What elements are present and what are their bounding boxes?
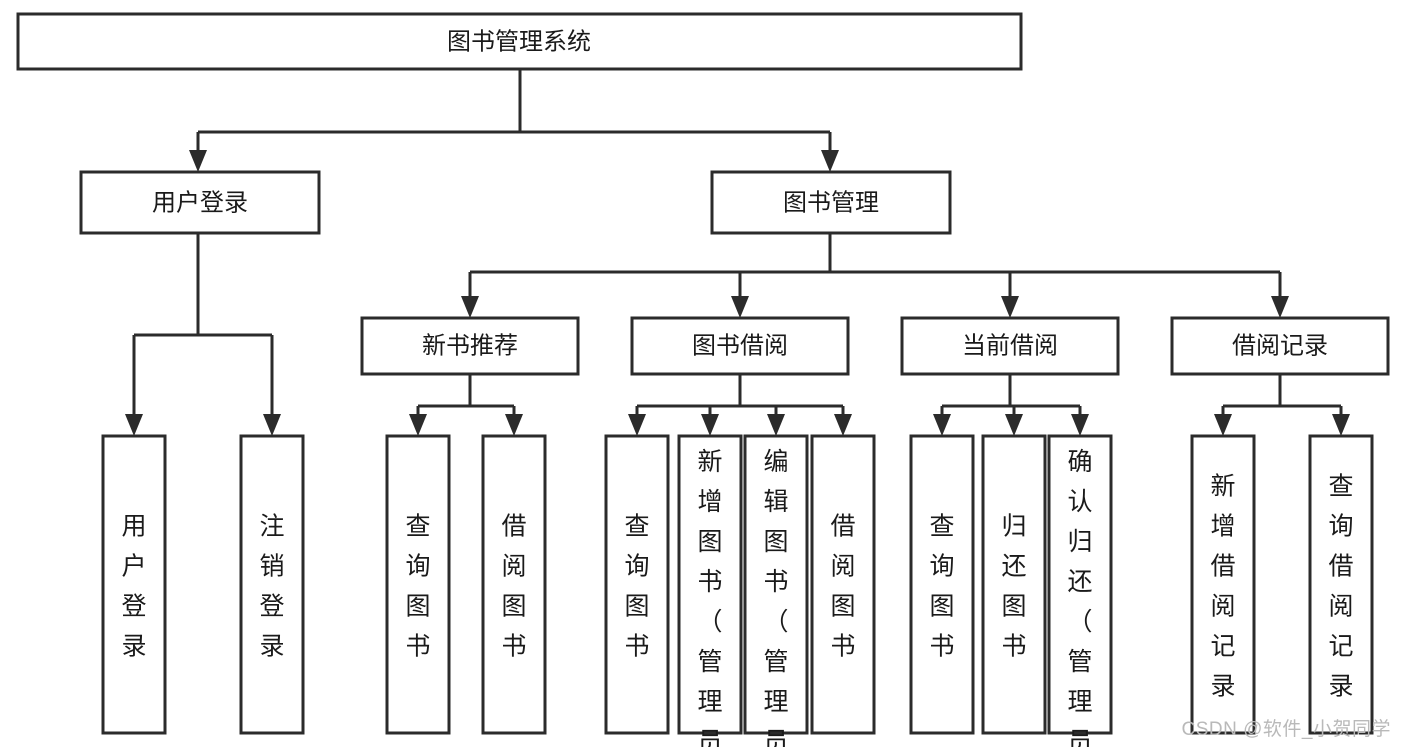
leaf-confirm-return-box[interactable] (1047, 434, 1113, 735)
leaf-node[interactable]: 查询图书 (604, 434, 670, 735)
node-book-mgmt[interactable]: 图书管理 (710, 170, 952, 235)
leaf-borrow-book-2-box[interactable] (810, 434, 876, 735)
watermark-csdn: CSDN @软件_小贺同学 (1181, 719, 1391, 740)
node-book-mgmt-box[interactable] (710, 170, 952, 235)
leaf-return-book-label: 归还图书 (1001, 513, 1026, 661)
leaf-logout-label: 注销登录 (259, 513, 284, 661)
node-new-book-rec[interactable]: 新书推荐 (360, 316, 580, 376)
arrowhead-leaf-user-login (125, 414, 143, 436)
node-current-borrow-box[interactable] (900, 316, 1120, 376)
arrowhead-new-book-rec (461, 296, 479, 318)
node-book-borrow-label: 图书借阅 (692, 332, 788, 359)
arrowhead-leaf-add-record (1214, 414, 1232, 436)
arrowhead-leaf-borrow-book-1 (505, 414, 523, 436)
arrowhead-leaf-edit-book (767, 414, 785, 436)
leaf-node[interactable]: 新增借阅记录 (1190, 434, 1256, 735)
leaf-borrow-book-1-label: 借阅图书 (501, 513, 526, 661)
leaf-node[interactable]: 借阅图书 (481, 434, 547, 735)
leaf-node[interactable]: 借阅图书 (810, 434, 876, 735)
leaf-query-book-3-box[interactable] (909, 434, 975, 735)
leaf-edit-book-box[interactable] (743, 434, 809, 735)
leaf-node[interactable]: 查询图书 (385, 434, 451, 735)
node-new-book-rec-box[interactable] (360, 316, 580, 376)
leaf-confirm-return-label: 确认归还（管理员） (1067, 448, 1092, 747)
arrowhead-book-mgmt (821, 150, 839, 172)
node-borrow-record-box[interactable] (1170, 316, 1390, 376)
arrowhead-leaf-borrow-book-2 (834, 414, 852, 436)
leaf-query-book-3-label: 查询图书 (929, 513, 954, 661)
leaf-borrow-book-2-label: 借阅图书 (830, 513, 855, 661)
leaf-query-book-2-box[interactable] (604, 434, 670, 735)
node-user-login[interactable]: 用户登录 (79, 170, 321, 235)
leaf-node[interactable]: 查询图书 (909, 434, 975, 735)
arrowhead-borrow-record (1271, 296, 1289, 318)
arrowhead-leaf-logout (263, 414, 281, 436)
leaf-borrow-book-1-box[interactable] (481, 434, 547, 735)
leaf-query-book-2-label: 查询图书 (624, 513, 649, 661)
arrowhead-user-login (189, 150, 207, 172)
node-borrow-record[interactable]: 借阅记录 (1170, 316, 1390, 376)
leaf-node[interactable]: 确认归还（管理员） (1047, 434, 1113, 747)
leaf-add-record-label: 新增借阅记录 (1210, 473, 1235, 701)
leaf-query-book-1-label: 查询图书 (405, 513, 430, 661)
node-book-mgmt-label: 图书管理 (783, 189, 879, 216)
arrowhead-leaf-query-book-3 (933, 414, 951, 436)
arrowhead-leaf-confirm-return (1071, 414, 1089, 436)
node-book-borrow[interactable]: 图书借阅 (630, 316, 850, 376)
arrowhead-leaf-query-book-2 (628, 414, 646, 436)
leaf-edit-book-label: 编辑图书（管理员） (763, 448, 788, 747)
node-current-borrow-label: 当前借阅 (962, 332, 1058, 359)
node-new-book-rec-label: 新书推荐 (422, 332, 518, 359)
leaf-logout-box[interactable] (239, 434, 305, 735)
node-root-box[interactable] (16, 12, 1023, 71)
node-borrow-record-label: 借阅记录 (1232, 332, 1328, 359)
arrowhead-leaf-add-book (701, 414, 719, 436)
leaf-node[interactable]: 新增图书（管理员） (677, 434, 743, 747)
node-user-login-label: 用户登录 (152, 189, 248, 216)
node-book-borrow-box[interactable] (630, 316, 850, 376)
leaf-add-record-box[interactable] (1190, 434, 1256, 735)
leaf-node-layer: 用户登录 注销登录 查询图书 借阅图书 查询图书 新增图书（管理员） 编辑图书（管理员） 借阅… (101, 434, 1374, 747)
node-user-login-box[interactable] (79, 170, 321, 235)
arrowhead-leaf-query-record (1332, 414, 1350, 436)
leaf-query-record-label: 查询借阅记录 (1328, 473, 1353, 701)
arrowhead-leaf-return-book (1005, 414, 1023, 436)
connector-layer (125, 69, 1350, 436)
node-root[interactable]: 图书管理系统 (16, 12, 1023, 71)
node-root-label: 图书管理系统 (447, 28, 591, 55)
leaf-query-book-1-box[interactable] (385, 434, 451, 735)
leaf-node[interactable]: 查询借阅记录 (1308, 434, 1374, 735)
leaf-add-book-box[interactable] (677, 434, 743, 735)
arrowhead-current-borrow (1001, 296, 1019, 318)
leaf-user-login-box[interactable] (101, 434, 167, 735)
arrowhead-leaf-query-book-1 (409, 414, 427, 436)
leaf-query-record-box[interactable] (1308, 434, 1374, 735)
arrowhead-book-borrow (731, 296, 749, 318)
leaf-add-book-label: 新增图书（管理员） (697, 448, 722, 747)
node-current-borrow[interactable]: 当前借阅 (900, 316, 1120, 376)
leaf-node[interactable]: 编辑图书（管理员） (743, 434, 809, 747)
leaf-return-book-box[interactable] (981, 434, 1047, 735)
leaf-node[interactable]: 用户登录 (101, 434, 167, 735)
leaf-node[interactable]: 注销登录 (239, 434, 305, 735)
leaf-node[interactable]: 归还图书 (981, 434, 1047, 735)
leaf-user-login-label: 用户登录 (121, 513, 146, 661)
